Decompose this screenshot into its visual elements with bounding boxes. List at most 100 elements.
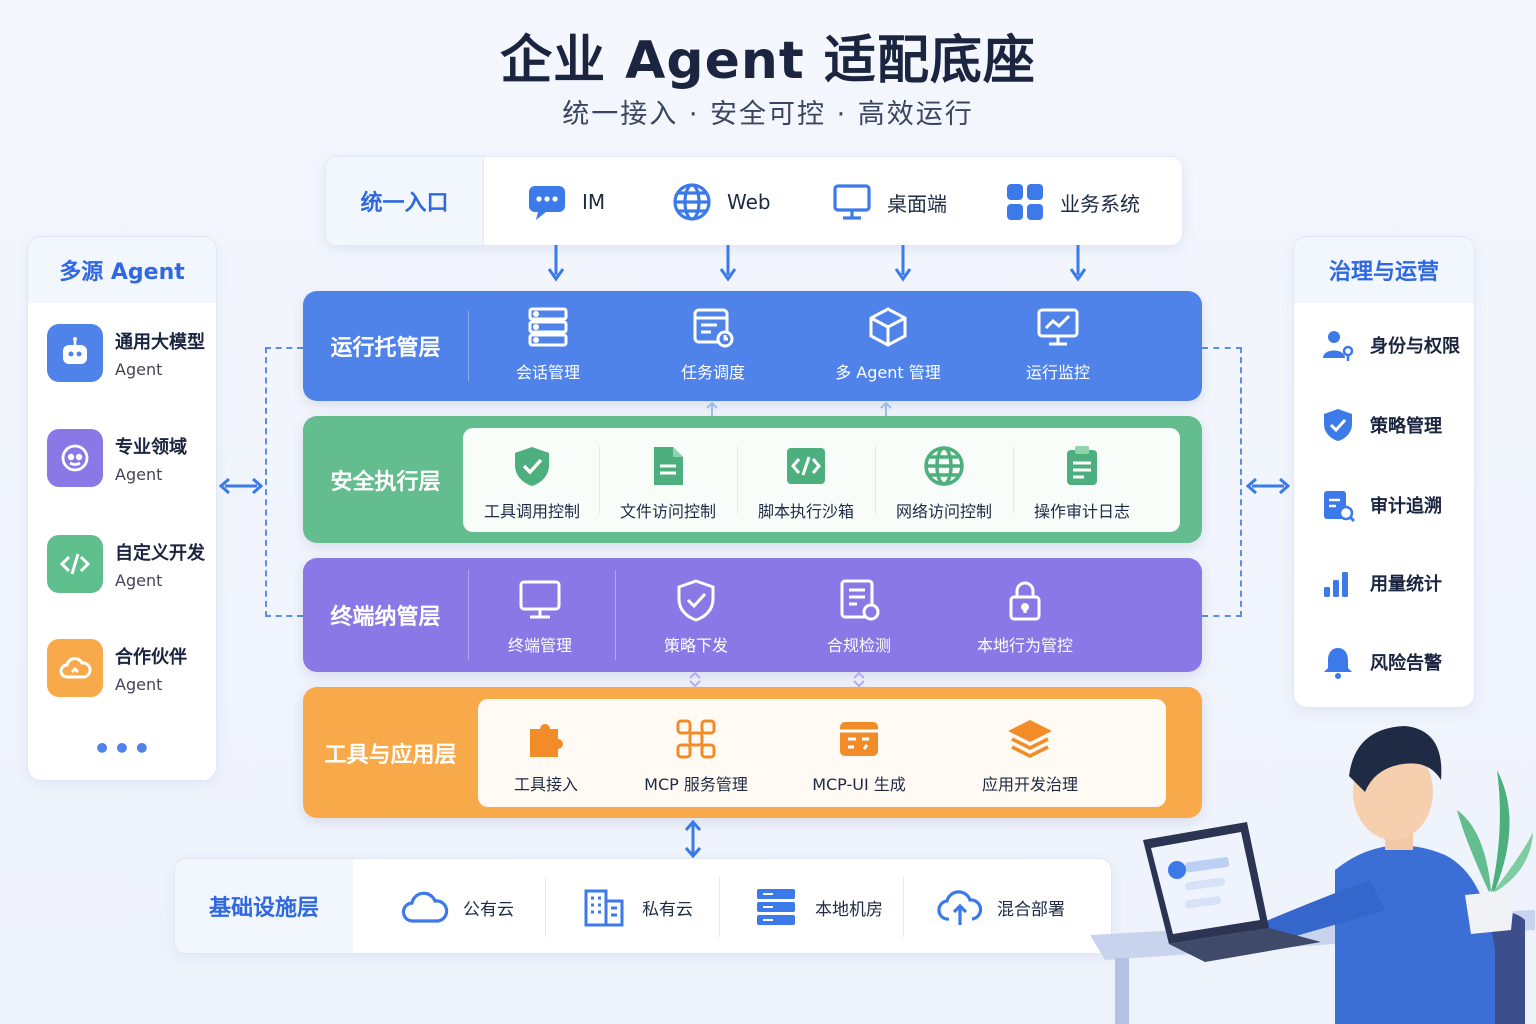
lock-icon	[1009, 581, 1041, 621]
layers-icon	[1008, 720, 1052, 758]
layer-item-file-access-control[interactable]: 文件访问控制	[601, 444, 735, 522]
layer-item-mcp-service[interactable]: MCP 服务管理	[626, 717, 766, 795]
entry-label: 统一入口	[326, 157, 484, 245]
layer-item-tool-call-control[interactable]: 工具调用控制	[465, 444, 599, 522]
layer-security: 安全执行层 工具调用控制 文件访问控制 脚本执行沙箱 网络访问控制 操作审计日志	[303, 416, 1202, 543]
infra-item-hybrid[interactable]: 混合部署	[935, 859, 1065, 955]
layer-item-runtime-monitoring[interactable]: 运行监控	[993, 305, 1123, 383]
bidirectional-arrow-icon	[684, 820, 702, 858]
layer-item-audit-log[interactable]: 操作审计日志	[1015, 444, 1149, 522]
page-subtitle: 统一接入 · 安全可控 · 高效运行	[562, 99, 974, 130]
entry-item-business-system[interactable]: 业务系统	[1004, 157, 1140, 247]
entry-item-label: IM	[582, 190, 606, 214]
shield-check-icon	[515, 447, 549, 486]
robot-icon	[47, 324, 103, 382]
entry-item-label: Web	[727, 190, 771, 214]
layer-label: 终端纳管层	[330, 605, 441, 630]
bidirectional-arrow-icon	[219, 477, 263, 495]
entry-item-im[interactable]: IM	[526, 157, 605, 247]
clipboard-icon	[1067, 446, 1097, 485]
entry-item-label: 业务系统	[1060, 191, 1140, 216]
layer-item-network-access-control[interactable]: 网络访问控制	[877, 444, 1011, 522]
person-at-laptop-illustration	[1090, 726, 1535, 1024]
tools-items-panel	[478, 699, 1166, 807]
layer-item-terminal-management[interactable]: 终端管理	[475, 578, 605, 656]
document-icon	[654, 447, 683, 485]
more-indicator[interactable]: •••	[93, 732, 153, 765]
shield-check-icon	[677, 579, 715, 622]
chart-monitor-icon	[1037, 308, 1079, 346]
layer-item-local-behavior-control[interactable]: 本地行为管控	[950, 578, 1100, 656]
unified-entry-bar: 统一入口 IM Web 桌面端 业务系统	[325, 156, 1183, 246]
infra-item-local-datacenter[interactable]: 本地机房	[753, 859, 883, 955]
arrow-down-icon	[719, 245, 737, 282]
gov-item-risk-alert[interactable]: 风险告警	[1320, 644, 1442, 680]
entry-item-web[interactable]: Web	[671, 157, 771, 247]
layer-item-session[interactable]: 会话管理	[483, 305, 613, 383]
page-title: 企业 Agent 适配底座	[500, 31, 1036, 91]
arrow-down-icon	[894, 245, 912, 282]
arrow-down-icon	[547, 245, 565, 282]
bot-face-icon	[47, 429, 103, 487]
cloud-icon	[47, 639, 103, 697]
layer-tools: 工具与应用层 工具接入 MCP 服务管理 MCP-UI 生成 应用开发治理	[303, 687, 1202, 818]
cloud-icon	[401, 891, 449, 923]
gov-item-usage[interactable]: 用量统计	[1320, 565, 1442, 601]
monitor-icon	[519, 580, 561, 619]
server-icon	[528, 307, 568, 347]
infra-label: 基础设施层	[175, 859, 353, 953]
right-dashed-connector	[1202, 347, 1242, 617]
layer-item-task-scheduling[interactable]: 任务调度	[648, 305, 778, 383]
gov-item-policy[interactable]: 策略管理	[1320, 407, 1442, 443]
building-icon	[584, 889, 624, 927]
bidirectional-arrow-icon	[1246, 477, 1290, 495]
entry-item-desktop[interactable]: 桌面端	[831, 157, 947, 247]
layer-item-policy-dispatch[interactable]: 策略下发	[631, 578, 761, 656]
layer-label: 安全执行层	[330, 469, 441, 495]
governance-panel: 治理与运营 身份与权限 策略管理 审计追溯 用量统计 风险告警	[1293, 236, 1475, 708]
layer-item-script-sandbox[interactable]: 脚本执行沙箱	[739, 444, 873, 522]
connector-arrow-icon	[689, 672, 701, 687]
clipboard-search-icon	[1324, 491, 1356, 523]
layer-item-compliance-check[interactable]: 合规检测	[794, 578, 924, 656]
arrow-down-icon	[1069, 245, 1087, 282]
grid-icon	[1007, 184, 1043, 220]
chat-icon	[529, 186, 565, 220]
code-icon	[787, 448, 825, 484]
connector-arrow-icon	[880, 401, 892, 416]
globe-icon	[924, 446, 964, 486]
layer-label: 运行托管层	[330, 336, 441, 361]
infra-item-public-cloud[interactable]: 公有云	[401, 859, 514, 955]
infra-item-private-cloud[interactable]: 私有云	[580, 859, 693, 955]
network-nodes-icon	[676, 719, 716, 759]
gov-item-identity[interactable]: 身份与权限	[1320, 327, 1460, 363]
panel-title: 多源 Agent	[28, 237, 216, 303]
calendar-clock-icon	[693, 308, 734, 348]
bar-chart-icon	[1324, 572, 1348, 597]
left-dashed-connector	[265, 347, 303, 617]
cube-icon	[869, 307, 907, 347]
server-icon	[757, 889, 795, 925]
layer-terminal: 终端纳管层 终端管理 策略下发 合规检测 本地行为管控	[303, 558, 1202, 672]
window-icon	[840, 722, 878, 756]
globe-icon	[673, 183, 711, 221]
connector-arrow-icon	[706, 401, 718, 416]
gov-item-audit[interactable]: 审计追溯	[1320, 487, 1442, 523]
puzzle-icon	[530, 724, 563, 757]
connector-arrow-icon	[853, 672, 865, 687]
layer-item-multi-agent[interactable]: 多 Agent 管理	[813, 305, 963, 383]
layer-item-mcp-ui[interactable]: MCP-UI 生成	[794, 717, 924, 795]
layer-item-tool-integration[interactable]: 工具接入	[481, 717, 611, 795]
bell-icon	[1324, 648, 1352, 679]
monitor-icon	[833, 184, 871, 220]
user-key-icon	[1323, 331, 1354, 361]
layer-label: 工具与应用层	[324, 742, 457, 768]
entry-item-label: 桌面端	[887, 191, 947, 216]
code-icon	[47, 535, 103, 593]
layer-item-app-dev-governance[interactable]: 应用开发治理	[960, 717, 1100, 795]
